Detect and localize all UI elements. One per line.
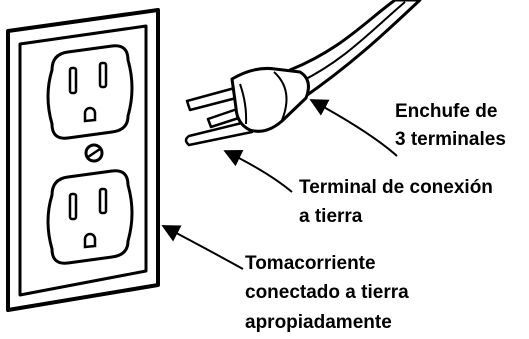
ground-pin-label-line-2: a tierra [299, 206, 363, 227]
center-screw [84, 143, 104, 163]
upper-ground-hole [83, 106, 97, 123]
lower-slot-right [98, 187, 108, 215]
ground-pin [184, 119, 254, 147]
plug-label: Enchufe de 3 terminales [395, 101, 506, 150]
ground-pin-arrow [223, 150, 293, 193]
plug-label-line-1: Enchufe de [395, 101, 497, 122]
plug-arrow [309, 99, 398, 157]
lower-receptacle [46, 169, 134, 265]
outlet-label-line-2: conectado a tierra [245, 282, 409, 303]
lower-ground-hole [83, 232, 97, 249]
lower-slot-left [68, 192, 78, 221]
power-cord [288, 0, 422, 100]
outlet-label-line-3: apropiadamente [245, 312, 392, 333]
plug-label-line-2: 3 terminales [395, 129, 506, 150]
leader-arrows [161, 99, 398, 270]
outlet-label: Tomacorriente conectado a tierra apropia… [245, 253, 414, 333]
ground-pin-label: Terminal de conexión a tierra [299, 177, 498, 227]
plug-body [230, 67, 310, 133]
upper-receptacle [46, 44, 134, 140]
ground-pin-label-line-1: Terminal de conexión [299, 177, 493, 198]
upper-slot-left [68, 66, 78, 95]
upper-slot-right [98, 61, 108, 89]
outlet-arrow [161, 225, 244, 270]
outlet-label-line-1: Tomacorriente [245, 253, 376, 274]
